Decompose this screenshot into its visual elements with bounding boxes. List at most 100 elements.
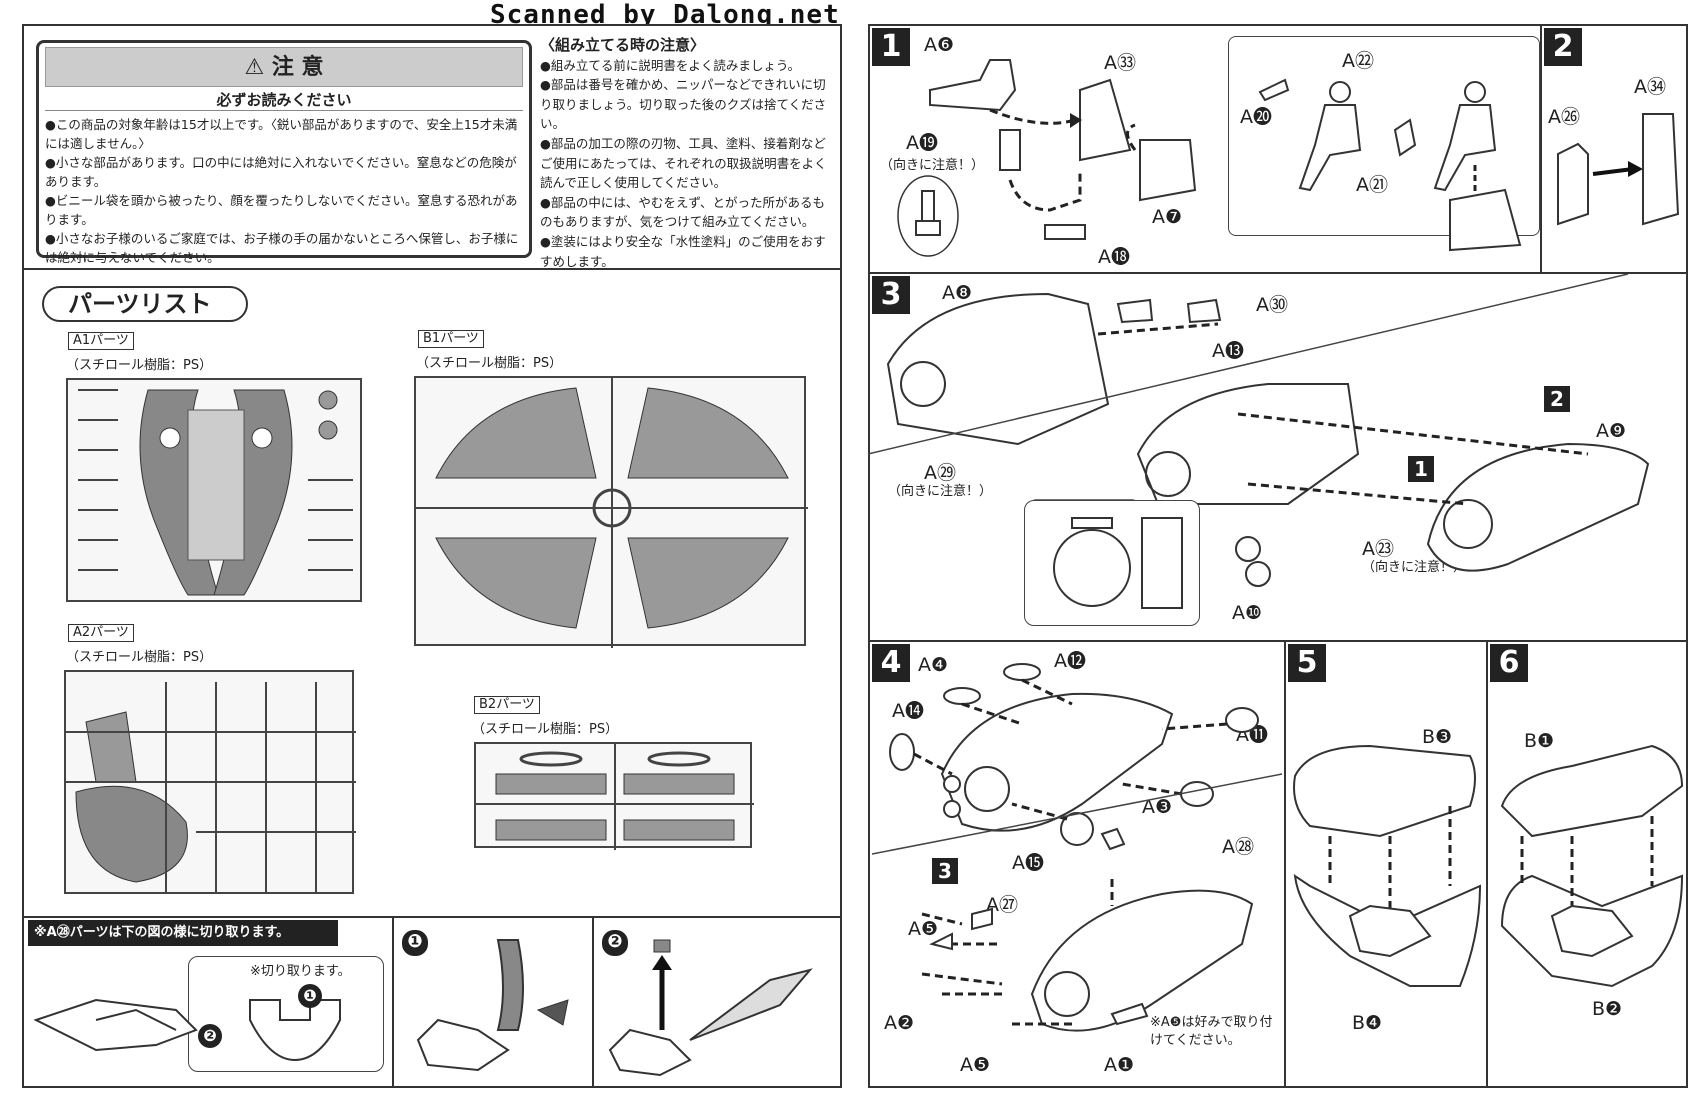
step-1-note: （向きに注意！） [880,158,985,173]
runner-label-a1: A1パーツ [68,332,134,350]
assembly-note-item: ●部品は番号を確かめ、ニッパーなどできれいに切り取りましょう。切り取った後のクズ… [540,77,827,132]
left-divider-1 [22,268,842,270]
caution-subheading: 必ずお読みください [45,89,523,111]
step-4-label-a5-bottom: A❺ [960,1054,991,1076]
step-4-ref-3: 3 [932,858,958,884]
step-4-illustration [871,663,1283,1032]
step-3-label-a9: A❾ [1596,420,1627,442]
cut-step-2-number: ❷ [602,930,628,956]
runner-a2 [64,670,356,894]
runner-label-a2: A2パーツ [68,624,134,642]
runner-b2 [474,742,754,850]
runner-a1 [66,378,362,602]
step-1-label-a22: A㉒ [1342,50,1374,72]
runner-label-b2: B2パーツ [474,696,540,714]
step-6-label-b2: B❷ [1592,998,1623,1020]
runner-b1-drawing [416,378,808,648]
cut-divider-2 [592,916,594,1088]
cut-part-illustration [33,998,198,1052]
step-4-label-a15: A⓯ [1012,852,1044,874]
step-4-note: ※A❺は好みで取り付けてください。 [1150,1015,1273,1048]
step-3-label-a30: A㉚ [1256,294,1288,316]
runner-material-a1: （スチロール樹脂：PS） [66,358,213,373]
cut-step-2-illustration [608,939,813,1077]
cut-step-1-illustration [416,939,569,1072]
step-5-number: 5 [1288,644,1326,682]
runner-b2-drawing [476,744,754,850]
step-4-label-a5-top: A❺ [908,918,939,940]
caution-heading: ⚠ 注 意 [45,47,523,87]
right-divider-3 [1540,24,1542,272]
step-5-label-b4: B❹ [1352,1012,1383,1034]
cut-label: ※切り取ります。 [250,964,351,979]
runner-a1-drawing [78,389,353,596]
runner-b1 [414,376,808,648]
step-3-label-a23: A㉓ [1362,538,1394,560]
step-1-pilot-illustration [1258,78,1522,252]
step-3-ref-1: 1 [1408,456,1434,482]
step-4-label-a4: A❹ [918,654,949,676]
step-1-pilot-inset [1228,36,1540,236]
step-5-illustration [1293,744,1482,987]
step-4-label-a12: A⓬ [1054,650,1086,672]
step-1-number: 1 [872,28,910,66]
step-4-label-a3: A❸ [1142,796,1173,818]
step-1-label-a20: A⓴ [1240,106,1272,128]
step-3-illustration [867,273,1650,587]
step-2-label-a34: A㉞ [1634,76,1666,98]
step-1-label-a33: A㉝ [1104,52,1136,74]
warning-icon: ⚠ [244,55,272,80]
step-1-label-a6: A❻ [924,34,955,56]
step-4-label-a14: A⓮ [892,700,924,722]
assembly-notes: 〈組み立てる時の注意〉 ●組み立てる前に説明書をよく読みましょう。 ●部品は番号… [540,36,830,271]
step-1-label-a7: A❼ [1152,206,1183,228]
runner-material-b2: （スチロール樹脂：PS） [472,722,619,737]
assembly-note-item: ●部品の中には、やむをえず、とがった所があるものもありますが、気をつけて組み立て… [540,194,826,230]
right-divider-5 [1486,640,1488,1088]
step-4-label-a28: A㉘ [1222,836,1254,858]
step-1-detail-circle [897,175,959,257]
step-1-label-a18: A⓲ [1098,246,1130,268]
step-4-number: 4 [872,644,910,682]
step-2-illustration [1557,113,1680,226]
step-6-number: 6 [1490,644,1528,682]
step-4-label-a1: A❶ [1104,1054,1135,1076]
cut-step-2-marker: ❷ [198,1024,222,1048]
step-2-label-a26: A㉖ [1548,106,1580,128]
caution-item: ●小さなお子様のいるご家庭では、お子様の手の届かないところへ保管し、お子様には絶… [45,231,519,265]
cut-divider-1 [392,916,394,1088]
step-3-label-a10: A❿ [1232,602,1263,624]
right-divider-1 [868,272,1688,274]
cut-detail-box [188,956,384,1072]
assembly-note-item: ●部品の加工の際の刃物、工具、塗料、接着剤などご使用にあたっては、それぞれの取扱… [540,135,827,191]
left-divider-2 [22,916,842,918]
step-1-label-a21: A㉑ [1356,174,1388,196]
runner-material-b1: （スチロール樹脂：PS） [416,356,563,371]
cut-detail-illustration [249,999,341,1062]
parts-list-title: パーツリスト [42,286,248,322]
caution-box: ⚠ 注 意 必ずお読みください ●この商品の対象年齢は15才以上です。〈鋭い部品… [36,40,532,265]
cut-step-1-marker: ❶ [298,984,322,1008]
step-2-number: 2 [1544,28,1582,66]
step-4-label-a2: A❷ [884,1012,915,1034]
step-4-label-a27: A㉗ [986,894,1018,916]
assembly-note-item: ●組み立てる前に説明書をよく読みましょう。 [540,57,801,73]
cut-note-heading: ※A㉘パーツは下の図の様に切り取ります。 [28,920,338,946]
caution-item: ●この商品の対象年齢は15才以上です。〈鋭い部品がありますので、安全上15才未満… [45,117,518,151]
step-3-label-a29: A㉙ [924,462,956,484]
caution-item: ●小さな部品があります。口の中には絶対に入れないでください。窒息などの危険があり… [45,155,517,189]
right-divider-2 [868,640,1688,642]
step-3-note-1: （向きに注意！） [888,484,993,499]
step-6-label-b1: B❶ [1524,730,1555,752]
step-3-ref-2: 2 [1544,386,1570,412]
step-6-illustration [1500,744,1684,988]
step-1-illustration [929,59,1197,240]
step-3-number: 3 [872,276,910,314]
cut-step-1-number: ❶ [402,930,428,956]
assembly-notes-heading: 〈組み立てる時の注意〉 [540,36,706,54]
step-3-label-a8: A❽ [942,282,973,304]
runner-label-b1: B1パーツ [418,330,484,348]
caution-item: ●ビニール袋を頭から被ったり、顔を覆ったりしないでください。窒息する恐れがありま… [45,193,518,227]
caution-items: ●この商品の対象年齢は15才以上です。〈鋭い部品がありますので、安全上15才未満… [45,115,523,267]
step-3-label-a13: A⓭ [1212,340,1244,362]
